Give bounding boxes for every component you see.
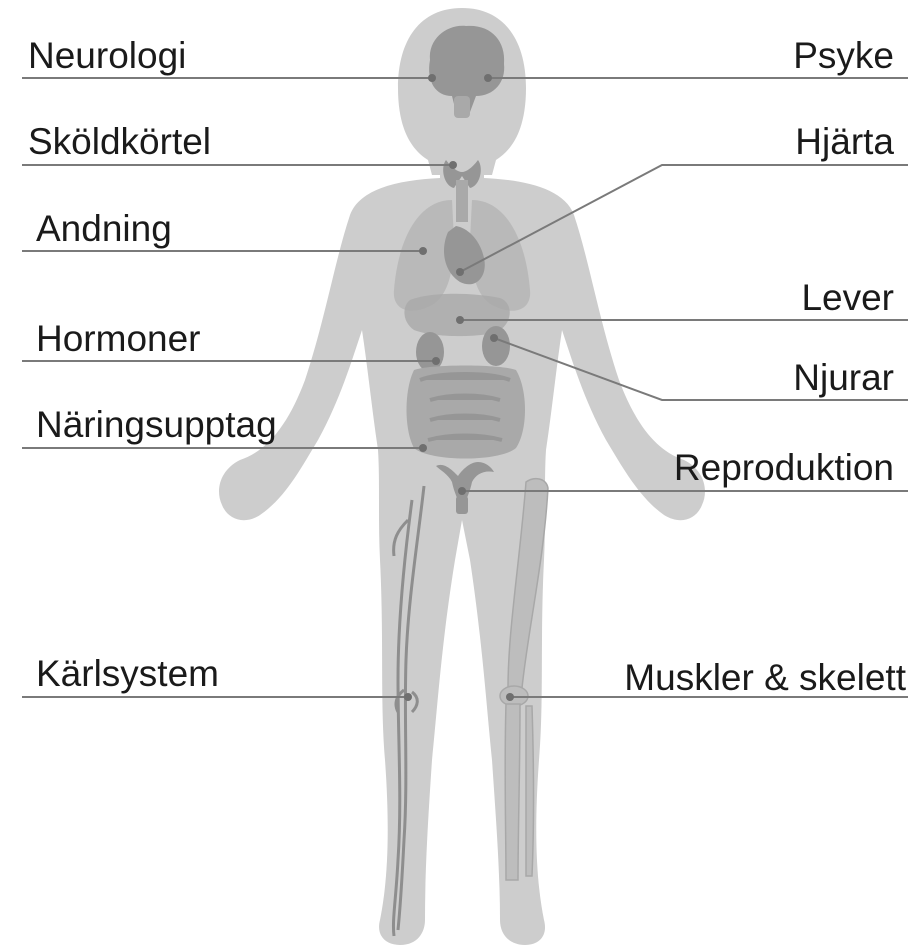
dot-lever — [456, 316, 464, 324]
dot-reproduktion — [458, 487, 466, 495]
dot-neurologi — [428, 74, 436, 82]
label-hormoner: Hormoner — [36, 318, 201, 359]
dot-naringsupptag — [419, 444, 427, 452]
label-muskler: Muskler & skelett — [624, 657, 906, 698]
label-andning: Andning — [36, 208, 172, 249]
dot-muskler — [506, 693, 514, 701]
cervix — [456, 496, 468, 514]
label-psyke: Psyke — [793, 35, 894, 76]
fibula — [526, 706, 534, 876]
dot-hjarta — [456, 268, 464, 276]
right-kidney — [482, 326, 510, 366]
dot-andning — [419, 247, 427, 255]
dot-karlsystem — [404, 693, 412, 701]
label-neurologi: Neurologi — [28, 35, 186, 76]
label-naringsupptag: Näringsupptag — [36, 404, 277, 445]
label-reproduktion: Reproduktion — [674, 447, 894, 488]
label-njurar: Njurar — [793, 357, 894, 398]
tibia — [505, 704, 520, 880]
label-lever: Lever — [801, 277, 894, 318]
trachea — [456, 180, 468, 222]
label-karlsystem: Kärlsystem — [36, 653, 219, 694]
dot-hormoner — [432, 357, 440, 365]
brainstem — [454, 96, 470, 118]
dot-njurar — [490, 334, 498, 342]
torso — [219, 178, 705, 945]
label-skoldkortel: Sköldkörtel — [28, 121, 211, 162]
dot-skoldkortel — [449, 161, 457, 169]
dot-psyke — [484, 74, 492, 82]
label-hjarta: Hjärta — [795, 121, 894, 162]
left-kidney — [416, 332, 444, 372]
